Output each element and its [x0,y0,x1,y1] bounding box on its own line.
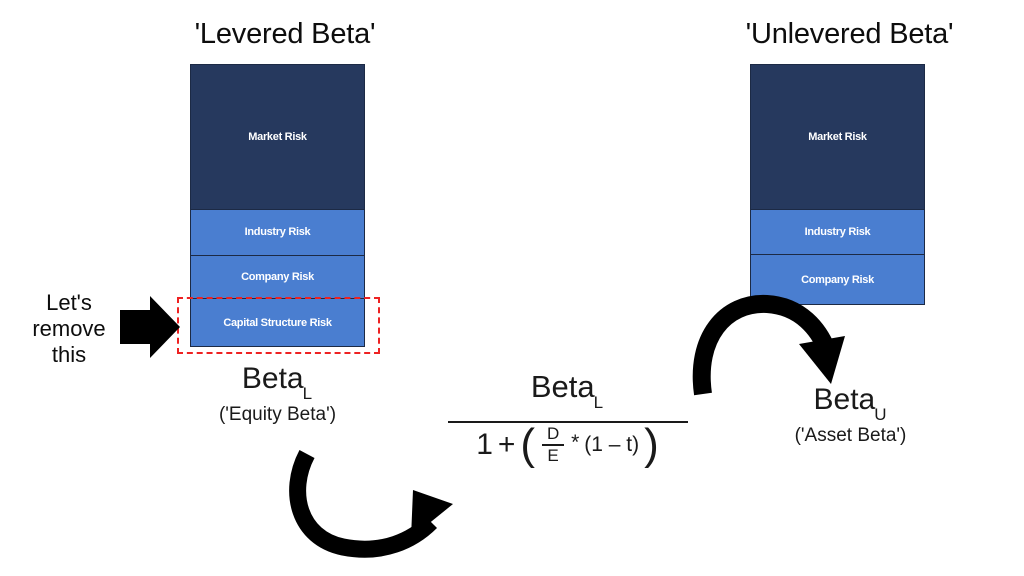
formula-numerator-base: Beta [530,369,595,404]
formula-denominator: 1 + ( D E * (1 – t) ) [430,420,705,470]
formula-debt: D [546,424,560,444]
formula-mini-fraction-bar [542,444,565,446]
unlevered-beta-base: Beta [813,383,876,416]
levered-beta-alias: ('Equity Beta') [218,404,337,425]
formula-paren-open: ( [520,420,536,470]
levered-segment-industry-risk: Industry Risk [191,209,364,256]
levered-beta-subscript: L [302,384,313,403]
formula-one: 1 [476,428,493,462]
unlevered-segment-industry-risk: Industry Risk [751,209,924,256]
remove-annotation-line2: remove [32,316,106,341]
formula-numerator-subscript: L [593,393,604,413]
levered-segment-capital-structure-risk: Capital Structure Risk [191,299,364,346]
curved-arrow-to-formula-icon [285,442,465,562]
levered-segment-company-risk: Company Risk [191,255,364,300]
formula-asterisk: * [571,431,580,455]
remove-annotation-text: Let's remove this [14,290,124,368]
formula-equity: E [547,445,559,465]
levered-beta-symbol: BetaL [185,362,370,403]
unlevered-segment-company-risk: Company Risk [751,255,924,304]
formula-plus: + [497,428,516,462]
unlevering-formula: BetaL 1 + ( D E * (1 – t) ) [430,368,705,470]
unlevered-beta-subscript: U [874,405,887,424]
capital-structure-risk-highlight-box [177,297,380,354]
curved-arrow-to-unlevered-icon [692,292,855,402]
levered-segment-market-risk: Market Risk [191,65,364,210]
unlevered-risk-bar: Market Risk Industry Risk Company Risk [750,64,925,305]
unlevered-segment-market-risk: Market Risk [751,65,924,210]
levered-beta-base: Beta [241,362,304,395]
remove-annotation-line1: Let's [46,290,92,315]
formula-fraction-bar [447,421,688,424]
formula-paren-close: ) [644,420,659,470]
unlevered-beta-alias: ('Asset Beta') [794,425,907,446]
formula-numerator: BetaL [430,368,705,418]
levered-risk-bar: Market Risk Industry Risk Company Risk C… [190,64,365,347]
formula-tax-term: (1 – t) [584,433,640,457]
unlevered-beta-title: 'Unlevered Beta' [745,18,954,50]
formula-debt-equity-ratio: D E [542,424,565,465]
unlevered-beta-symbol: BetaU [758,383,943,424]
remove-annotation-line3: this [51,342,87,367]
levered-beta-title: 'Levered Beta' [194,18,376,50]
block-arrow-right-icon [120,296,180,358]
